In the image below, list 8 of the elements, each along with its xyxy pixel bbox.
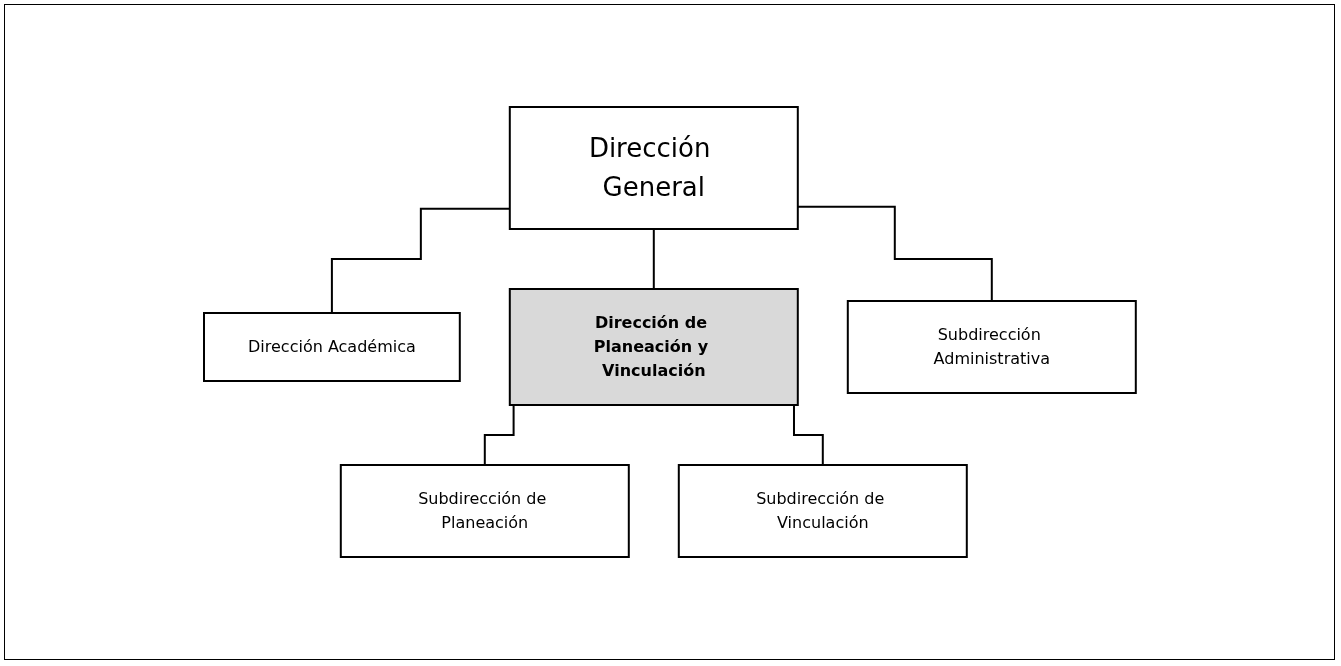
page-border: Dirección General Dirección Académica Dirección de Planeación y Vinculación Subdirección Administrativa Subdirección de Planeación Subdirección de Vinculación bbox=[4, 4, 1335, 660]
node-box bbox=[508, 106, 799, 230]
node-box bbox=[677, 464, 968, 558]
node-box bbox=[339, 464, 630, 558]
node-box bbox=[508, 288, 799, 406]
connector bbox=[652, 228, 655, 290]
node-box bbox=[846, 300, 1137, 394]
node-box bbox=[202, 312, 461, 382]
